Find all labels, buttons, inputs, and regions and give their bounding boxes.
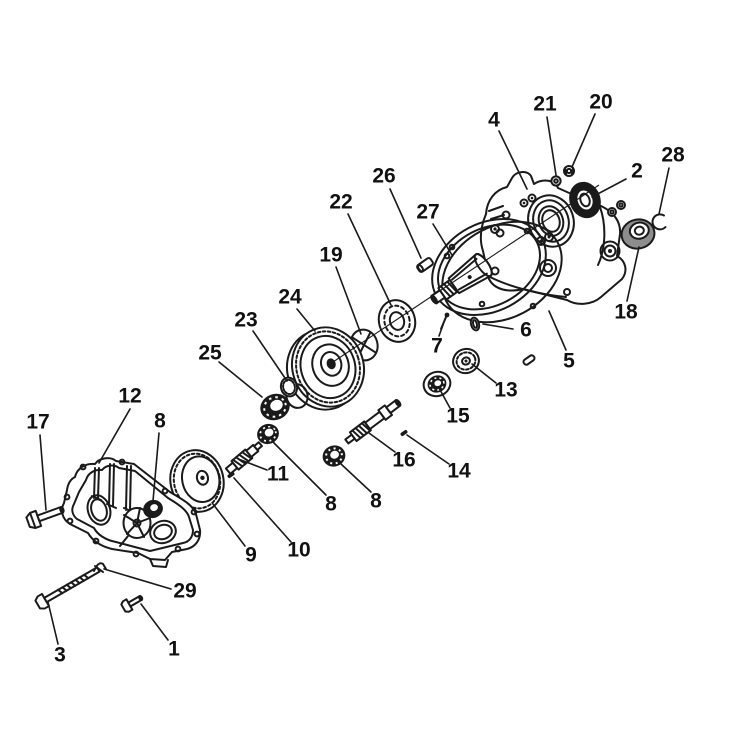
part-number-20-nut: 20 [589,91,612,114]
part-number-23-lock-washer: 23 [234,309,257,332]
bearing-15 [422,370,452,398]
leader-line-8-bearing [272,441,327,496]
drive-gear-24 [286,326,365,411]
left-housing [61,457,202,568]
part-number-9-bevel-gear: 9 [245,544,257,567]
vent-plug [416,257,434,273]
leader-line-15-bearing [438,387,451,409]
leader-line-9-bevel-gear [212,503,246,547]
part-number-12-left-housing: 12 [118,385,141,408]
part-number-26-plug: 26 [372,165,395,188]
bearing-25 [260,393,290,421]
spider-gear [119,507,152,547]
part-number-28-snap-ring: 28 [661,144,685,167]
leader-line-28-snap-ring [658,167,670,215]
part-number-13-bearing: 13 [494,379,517,402]
leader-line-13-bearing [471,363,497,384]
leader-line-29-clip [103,568,172,590]
leader-line-6-plug [482,323,514,330]
ball-bearing-22 [377,299,417,343]
leader-line-20-nut [571,113,596,168]
leader-line-1-hex-bolt-short [140,603,169,641]
hex-bolt-1 [120,594,144,613]
leader-line-21-washer [546,116,557,176]
part-number-16-countershaft: 16 [392,449,415,472]
leader-line-14-pin [406,434,450,465]
bearing-8-housing [143,499,163,519]
leader-line-8-bearing [340,463,372,493]
countershaft-16 [344,398,402,445]
leader-line-24-drive-gear [296,308,316,332]
housing-gasket [441,220,563,324]
leader-line-3-hex-bolt-long [47,601,59,645]
leader-line-11-worm-shaft [240,459,268,471]
part-number-8-bearing: 8 [154,410,166,433]
leader-line-27-o-ring-gasket [432,223,453,256]
leader-line-16-countershaft [368,432,396,453]
part-number-8-bearing: 8 [325,493,337,516]
leader-line-5-housing-gasket [548,310,567,351]
thrust-bushing [620,218,656,250]
housing-hole-centers [522,196,551,243]
stud-nut [563,165,575,177]
part-number-27-o-ring-gasket: 27 [416,201,439,224]
leader-line-10-pin [233,477,292,543]
part-number-10-pin: 10 [287,539,310,562]
bevel-gear-9 [169,449,225,513]
leader-line-2-oil-seal [591,178,627,198]
part-number-5-housing-gasket: 5 [563,350,575,373]
assembly-centerline [332,184,600,363]
part-number-3-hex-bolt-long: 3 [54,644,66,667]
retainer-clip-29 [93,562,107,573]
part-number-18-bushing: 18 [614,301,638,324]
leader-line-17-hex-bolt [39,434,47,511]
part-number-4-right-housing: 4 [488,109,500,132]
stud-washer [550,175,562,187]
bearing-13 [452,347,480,375]
part-number-19-washer: 19 [319,244,342,267]
roll-pin-14 [400,429,408,437]
hex-bolt-17 [25,506,65,529]
leader-line-18-bushing [626,246,640,302]
snap-ring [651,213,667,231]
part-number-21-washer: 21 [533,93,557,116]
leader-line-12-left-housing [98,408,131,464]
part-number-29-clip: 29 [173,580,196,603]
leader-line-22-ball-bearing [347,213,392,306]
bearing-8-worm [257,423,279,445]
roll-pin-10 [227,471,235,479]
left-housing-holes [63,458,201,558]
bearing-8-countershaft [322,445,346,467]
nut-washer-pair [607,200,626,217]
leader-line-19-washer [335,266,362,335]
part-number-8-bearing: 8 [370,490,382,513]
oil-seal [569,181,601,219]
part-number-2-oil-seal: 2 [631,160,643,183]
leader-line-4-right-housing [498,130,528,190]
part-number-11-worm-shaft: 11 [267,463,290,486]
part-number-17-hex-bolt: 17 [26,411,49,434]
part-number-25-bearing: 25 [198,342,222,365]
part-number-1-hex-bolt-short: 1 [168,638,180,661]
leader-line-23-lock-washer [252,330,288,382]
leader-line-25-bearing [218,361,263,398]
dowel-pin [522,354,536,366]
leader-line-8-bearing [152,432,160,502]
part-number-15-bearing: 15 [446,405,470,428]
part-number-22-ball-bearing: 22 [329,191,352,214]
leader-line-7-pin [438,324,444,337]
part-number-14-pin: 14 [447,460,471,483]
part-number-24-drive-gear: 24 [278,286,302,309]
part-number-6-plug: 6 [520,319,532,342]
leader-line-26-plug [389,188,422,259]
part-number-7-pin: 7 [431,335,443,358]
oil-plug [469,316,481,332]
